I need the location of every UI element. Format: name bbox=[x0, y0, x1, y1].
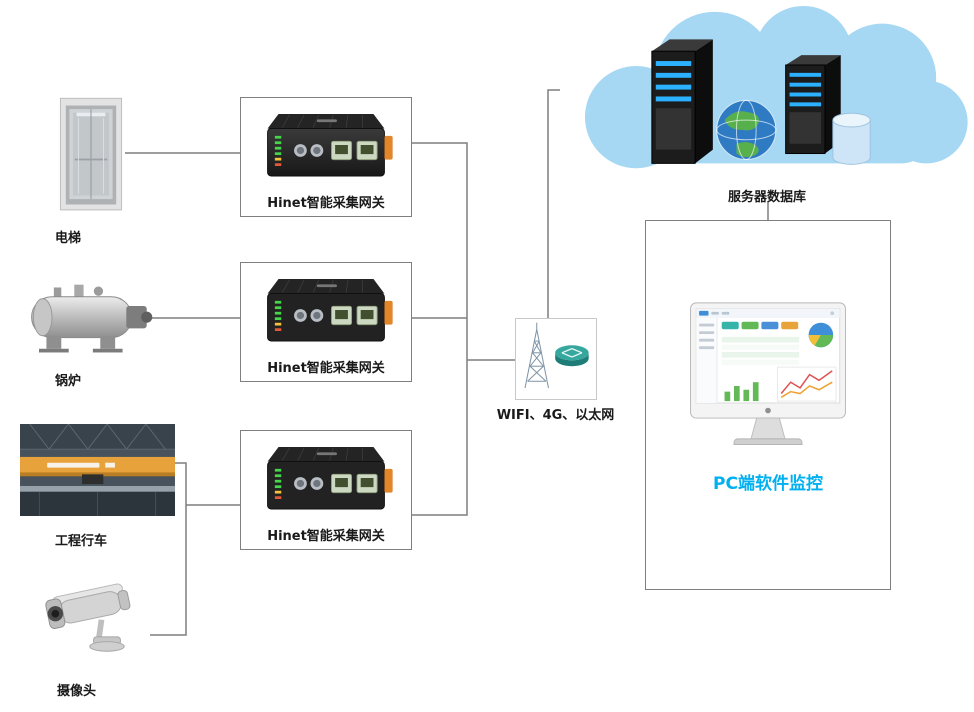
elevator-label: 电梯 bbox=[55, 231, 82, 246]
gateway-box-1: Hinet智能采集网关 bbox=[240, 97, 412, 217]
database-cylinder-icon bbox=[832, 112, 871, 165]
gateway-label: Hinet智能采集网关 bbox=[267, 361, 385, 376]
camera-icon bbox=[38, 566, 153, 661]
gateway-device-icon bbox=[251, 103, 401, 191]
desktop-monitor-icon bbox=[683, 299, 853, 459]
server-tower-icon bbox=[785, 55, 841, 155]
gateway-label: Hinet智能采集网关 bbox=[267, 529, 385, 544]
crane-label: 工程行车 bbox=[55, 534, 108, 549]
globe-icon bbox=[716, 99, 777, 160]
camera-label: 摄像头 bbox=[57, 684, 97, 699]
cloud-servers-icon bbox=[555, 4, 973, 190]
gateway-box-2: Hinet智能采集网关 bbox=[240, 262, 412, 382]
network-node-box bbox=[515, 318, 597, 400]
boiler-label: 锅炉 bbox=[55, 374, 82, 389]
gateway-box-3: Hinet智能采集网关 bbox=[240, 430, 412, 550]
radio-tower-router-icon bbox=[518, 321, 594, 397]
boiler-icon bbox=[26, 280, 156, 363]
gateway-device-icon bbox=[251, 268, 401, 356]
pc-monitor-box: PC端软件监控 bbox=[645, 220, 891, 590]
gateway-device-icon bbox=[251, 436, 401, 524]
cloud-label: 服务器数据库 bbox=[727, 190, 806, 205]
elevator-icon bbox=[55, 96, 127, 218]
crane-icon bbox=[20, 423, 175, 520]
gateway-label: Hinet智能采集网关 bbox=[267, 196, 385, 211]
pc-label: PC端软件监控 bbox=[713, 474, 823, 494]
server-tower-icon bbox=[651, 39, 713, 164]
network-label: WIFI、4G、以太网 bbox=[496, 408, 615, 423]
